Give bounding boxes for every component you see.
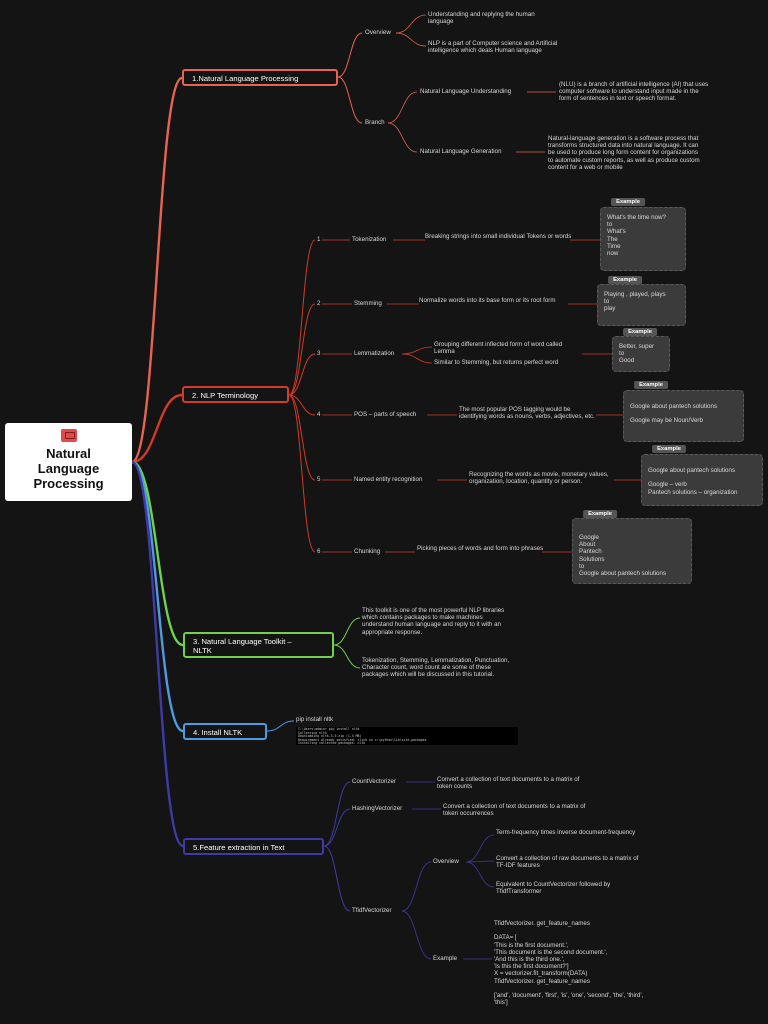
example-tag: Example <box>608 276 642 284</box>
connector-line <box>401 346 433 355</box>
book-icon <box>60 429 77 442</box>
branch-feature[interactable]: 5.Feature extraction in Text <box>183 838 324 855</box>
nlp-overview-item-2: NLP is a part of Computer science and Ar… <box>428 40 558 55</box>
nlp-overview[interactable]: Overview <box>365 29 391 36</box>
example-tag: Example <box>652 445 686 453</box>
connector-nltk-item <box>333 644 361 669</box>
term-pos[interactable]: POS – parts of speech <box>354 411 417 418</box>
connector-nlp <box>131 76 183 464</box>
connector-feature-item <box>323 808 351 847</box>
connector-term-item <box>288 239 316 396</box>
connector-term-item <box>288 353 316 396</box>
term-stemming[interactable]: Stemming <box>354 300 382 307</box>
example-card-lemmatization: Better, super to Good <box>612 336 670 372</box>
connector-line <box>395 32 427 47</box>
term-stemming-desc: Normalize words into its base form or it… <box>419 297 556 304</box>
connector-term-item <box>288 394 316 481</box>
term-tokenization[interactable]: Tokenization <box>352 236 387 243</box>
root-node[interactable]: Natural Language Processing <box>5 423 132 501</box>
feature-countvectorizer[interactable]: CountVectorizer <box>352 778 397 785</box>
connector-line <box>465 860 495 863</box>
term-pos-desc: The most popular POS tagging would be id… <box>459 406 595 421</box>
example-card-chunking: Google About Pantech Solutions to Google… <box>572 518 692 584</box>
connector-line <box>401 353 433 364</box>
example-card-ner: Google about pantech solutions Google – … <box>641 454 763 506</box>
connector-install-item <box>266 720 295 732</box>
term-num-4: 4 <box>317 411 321 418</box>
example-card-pos: Google about pantech solutions Google ma… <box>623 390 744 442</box>
term-num-5: 5 <box>317 476 321 483</box>
nltk-item-2: Tokenization, Stemming, Lemmatization, P… <box>362 657 510 679</box>
term-ner-desc: Recognizing the words as movie, monetary… <box>469 471 609 486</box>
tfidf-overview-item-1: Term-frequency times inverse document-fr… <box>496 829 636 836</box>
term-tokenization-desc: Breaking strings into small individual T… <box>425 233 572 240</box>
example-tag: Example <box>634 381 668 389</box>
term-ner[interactable]: Named entity recognition <box>354 476 423 483</box>
connector-term-item <box>288 394 316 553</box>
tfidf-overview-item-3: Equivalent to CountVectorizer followed b… <box>496 881 611 896</box>
connector-line <box>401 861 432 912</box>
connector-line <box>465 834 495 863</box>
connector-install <box>131 460 184 733</box>
tfidf-example[interactable]: Example <box>433 955 458 962</box>
branch-terminology[interactable]: 2. NLP Terminology <box>182 386 289 403</box>
connector-terminology <box>131 393 183 464</box>
branch-nlp[interactable]: 1.Natural Language Processing <box>182 69 338 86</box>
connector-nlp-overview <box>337 32 363 78</box>
connector-line <box>387 122 418 153</box>
example-tag: Example <box>611 198 645 206</box>
nlp-nlg-desc: Natural-language generation is a softwar… <box>548 135 700 171</box>
nltk-item-1: This toolkit is one of the most powerful… <box>362 607 505 636</box>
connector-line <box>387 91 418 124</box>
nlp-overview-item-1: Understanding and replying the human lan… <box>428 11 535 26</box>
term-lemmatization-desc: Grouping different inflected form of wor… <box>434 341 563 356</box>
term-chunking[interactable]: Chunking <box>354 548 381 555</box>
connector-nltk <box>131 460 184 647</box>
connector-line <box>395 14 427 34</box>
term-lemmatization[interactable]: Lemmatization <box>354 350 395 357</box>
branch-nltk[interactable]: 3. Natural Language Toolkit – NLTK <box>183 632 334 658</box>
connector-nltk-item <box>333 617 361 646</box>
feature-count-desc: Convert a collection of text documents t… <box>437 776 580 791</box>
term-lemmatization-desc2: Similar to Stemming, but returns perfect… <box>434 359 559 366</box>
term-num-3: 3 <box>317 350 321 357</box>
connector-feature-item <box>323 781 351 847</box>
term-num-2: 2 <box>317 300 321 307</box>
feature-tfidfvectorizer[interactable]: TfidfVectorizer <box>352 907 392 914</box>
example-card-stemming: Playing , played, plays to play <box>597 284 686 326</box>
connector-nlp-branch <box>337 76 363 124</box>
connector-term-item <box>288 394 316 416</box>
tfidf-overview[interactable]: Overview <box>433 858 459 865</box>
example-tag: Example <box>583 510 617 518</box>
feature-hashingvectorizer[interactable]: HashingVectorizer <box>352 805 403 812</box>
install-command: pip install nltk <box>296 716 334 723</box>
install-terminal-screenshot: C:\Users\admin> pip install nltk Collect… <box>296 727 518 745</box>
term-num-1: 1 <box>317 236 321 243</box>
connector-feature-item <box>323 845 351 912</box>
branch-install[interactable]: 4. Install NLTK <box>183 723 267 740</box>
term-num-6: 6 <box>317 548 321 555</box>
nlp-branch[interactable]: Branch <box>365 119 385 126</box>
root-title: Natural Language Processing <box>33 446 104 491</box>
connector-line <box>401 910 432 960</box>
term-chunking-desc: Picking pieces of words and form into ph… <box>417 545 544 552</box>
connector-line <box>465 861 495 888</box>
nlp-nlg[interactable]: Natural Language Generation <box>420 148 502 155</box>
example-card-tokenization: What's the time now? to What's The Time … <box>600 207 686 271</box>
connector-feature <box>131 460 184 848</box>
connector-term-item <box>288 303 316 396</box>
nlp-nlu[interactable]: Natural Language Understanding <box>420 88 512 95</box>
tfidf-example-code: TfidfVectorizer. get_feature_names DATA=… <box>494 920 644 1007</box>
tfidf-overview-item-2: Convert a collection of raw documents to… <box>496 855 639 870</box>
example-tag: Example <box>623 328 657 336</box>
nlp-nlu-desc: (NLU) is a branch of artificial intellig… <box>559 81 709 103</box>
feature-hashing-desc: Convert a collection of text documents t… <box>443 803 586 818</box>
